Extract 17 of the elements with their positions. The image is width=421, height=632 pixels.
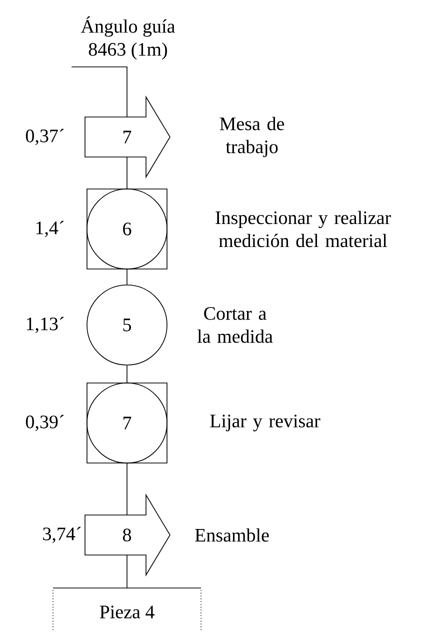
step-description: Mesa de trabajo	[220, 116, 284, 158]
step-description: Ensamble	[195, 528, 269, 542]
time-label: 1,13´	[26, 316, 64, 334]
time-label: 0,39´	[26, 414, 64, 432]
step-description: Inspeccionar y realizar medición del material	[216, 210, 391, 248]
time-label: 0,37´	[26, 128, 64, 146]
part-box: Pieza 4	[52, 588, 202, 630]
connector-line	[126, 554, 128, 588]
material-label: Ángulo guía 8463 (1m)	[80, 16, 175, 60]
step-description: Cortar a la medida	[197, 307, 273, 343]
connector-line	[126, 269, 128, 285]
step-description: Lijar y revisar	[210, 414, 320, 432]
connector-line	[126, 156, 128, 189]
time-label: 3,74´	[43, 526, 81, 544]
connector-line	[126, 365, 128, 383]
time-label: 1,4´	[36, 220, 64, 238]
connector-line	[126, 463, 128, 516]
